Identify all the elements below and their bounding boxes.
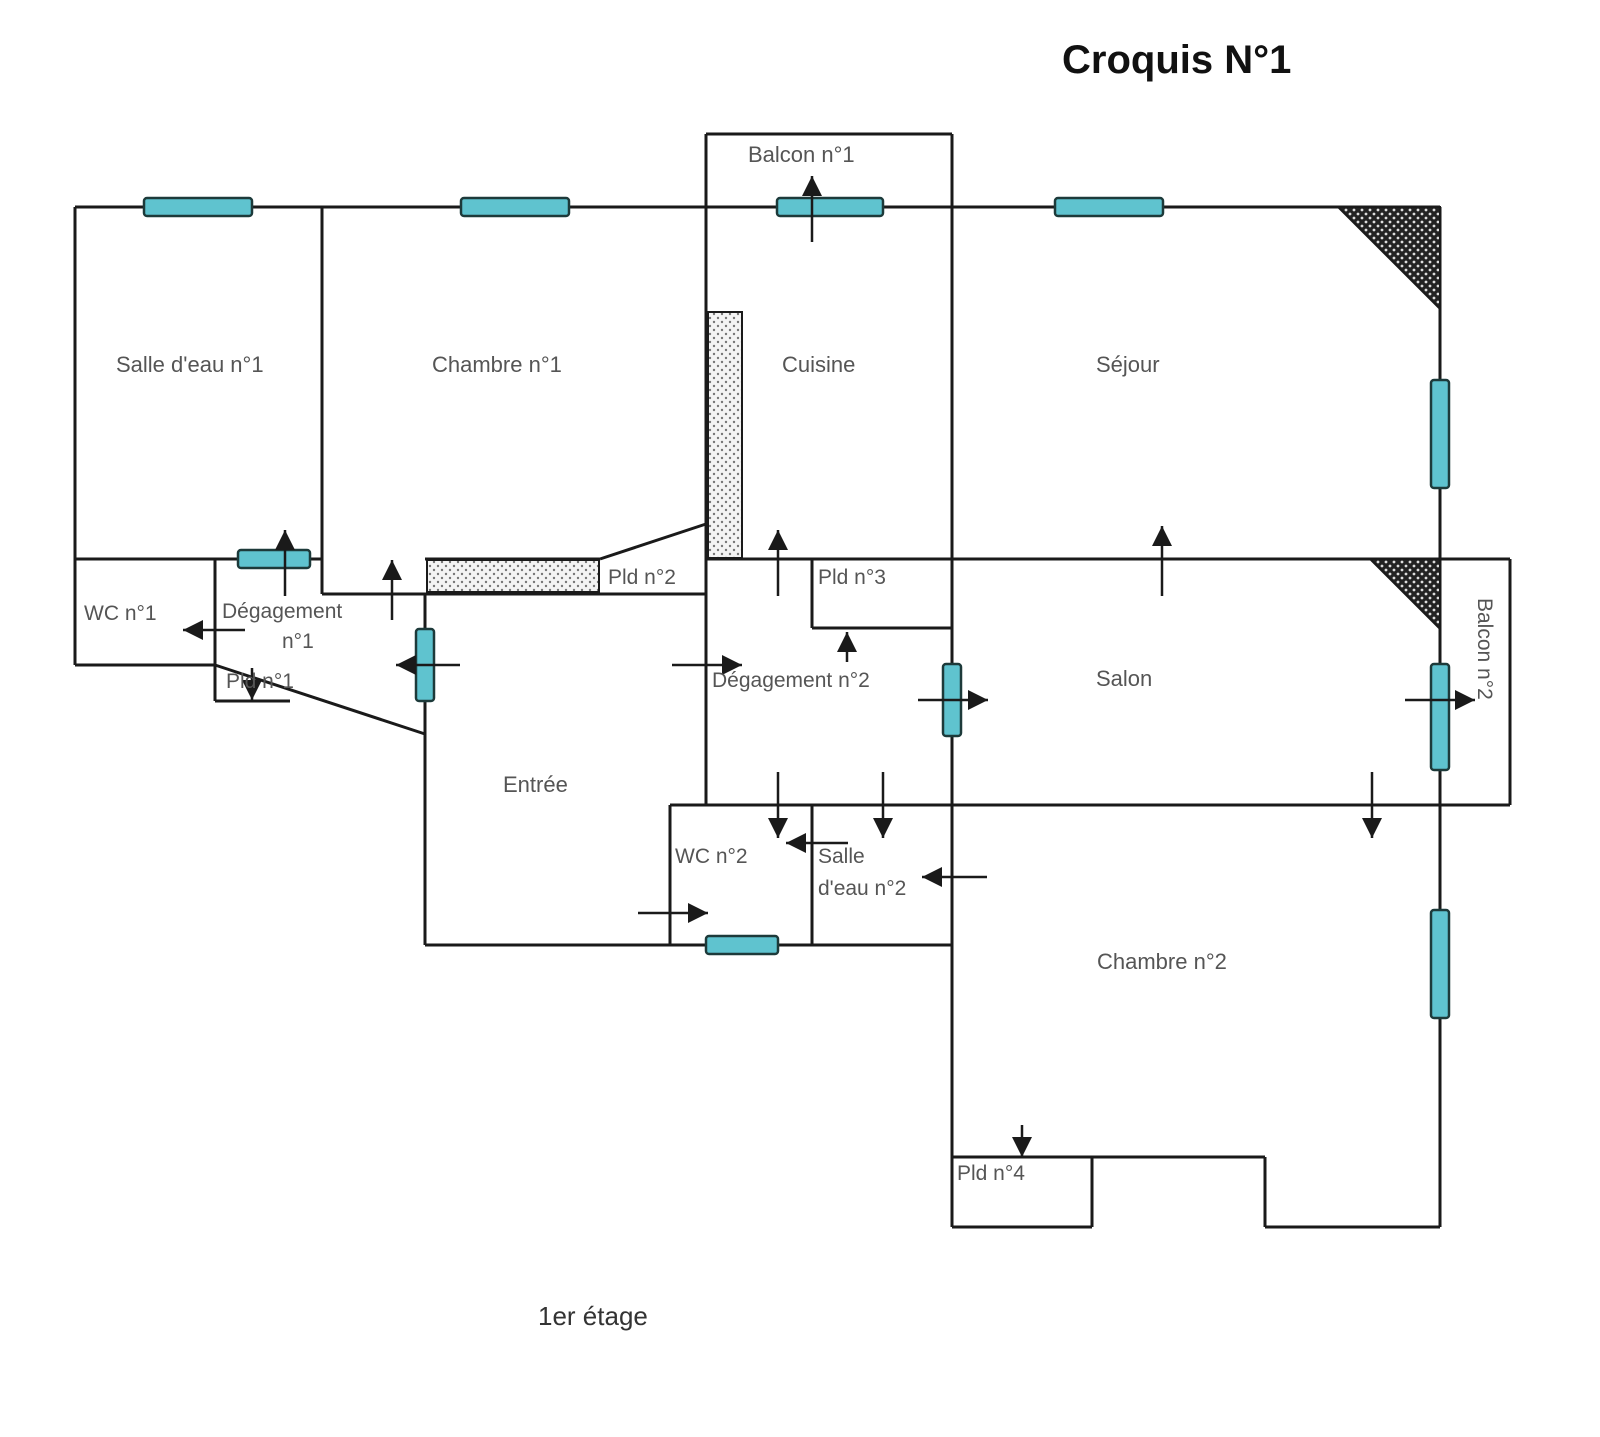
arrow-head-icon xyxy=(837,632,857,652)
label-balcon-2: Balcon n°2 xyxy=(1473,598,1496,700)
label-degagement-2: Dégagement n°2 xyxy=(712,669,870,692)
arrow-head-icon xyxy=(786,833,806,853)
arrow-head-icon xyxy=(968,690,988,710)
label-degagement-1-line1: Dégagement xyxy=(222,600,342,623)
label-chambre-2: Chambre n°2 xyxy=(1097,949,1227,974)
label-salle-deau-1: Salle d'eau n°1 xyxy=(116,352,264,377)
cuisine-column-hatch xyxy=(707,311,743,559)
arrow-head-icon xyxy=(722,655,742,675)
label-placard-3: Pld n°3 xyxy=(818,566,886,589)
window-chambre-1 xyxy=(459,196,571,218)
label-salon: Salon xyxy=(1096,666,1152,691)
label-chambre-1: Chambre n°1 xyxy=(432,352,562,377)
floor-label: 1er étage xyxy=(538,1301,648,1331)
window-wc-2 xyxy=(704,934,780,956)
arrow-head-icon xyxy=(1152,526,1172,546)
label-placard-2: Pld n°2 xyxy=(608,566,676,589)
label-placard-1: Pld n°1 xyxy=(226,670,294,693)
arrow-head-icon xyxy=(183,620,203,640)
window-degagement-1 xyxy=(236,548,312,570)
arrow-head-icon xyxy=(1455,690,1475,710)
window-cuisine xyxy=(775,196,885,218)
window-chambre-2-right xyxy=(1429,908,1451,1020)
window-sejour-right xyxy=(1429,378,1451,490)
arrow-head-icon xyxy=(688,903,708,923)
arrow-head-icon xyxy=(922,867,942,887)
arrow-head-icon xyxy=(802,176,822,196)
label-sejour: Séjour xyxy=(1096,352,1160,377)
window-sejour-top xyxy=(1053,196,1165,218)
window-salle-deau-1 xyxy=(142,196,254,218)
label-salle-deau-2-line2: d'eau n°2 xyxy=(818,877,906,900)
label-salle-deau-2-line1: Salle xyxy=(818,845,865,868)
salon-corner-hatch xyxy=(1367,558,1441,632)
arrows xyxy=(183,176,1475,1157)
windows xyxy=(142,196,1451,1020)
arrow-head-icon xyxy=(396,655,416,675)
plan-title: Croquis N°1 xyxy=(1062,38,1291,82)
arrow-head-icon xyxy=(768,530,788,550)
window-salon-right xyxy=(1429,662,1451,772)
label-placard-4: Pld n°4 xyxy=(957,1162,1025,1185)
label-wc-2: WC n°2 xyxy=(675,845,748,868)
arrow-head-icon xyxy=(242,680,262,700)
arrow-head-icon xyxy=(768,818,788,838)
arrow-head-icon xyxy=(1362,818,1382,838)
arrow-head-icon xyxy=(275,530,295,550)
sejour-corner-hatch xyxy=(1335,206,1441,312)
label-wc-1: WC n°1 xyxy=(84,602,157,625)
arrow-head-icon xyxy=(873,818,893,838)
arrow-head-icon xyxy=(1012,1137,1032,1157)
label-cuisine: Cuisine xyxy=(782,352,855,377)
pld2-hatch xyxy=(426,559,600,593)
label-balcon-1: Balcon n°1 xyxy=(748,142,855,167)
label-entree: Entrée xyxy=(503,772,568,797)
label-degagement-1-line2: n°1 xyxy=(282,630,314,653)
hatched-fixtures xyxy=(426,206,1441,632)
room-labels: Salle d'eau n°1 Chambre n°1 Cuisine Séjo… xyxy=(84,142,1496,1185)
arrow-head-icon xyxy=(382,560,402,580)
